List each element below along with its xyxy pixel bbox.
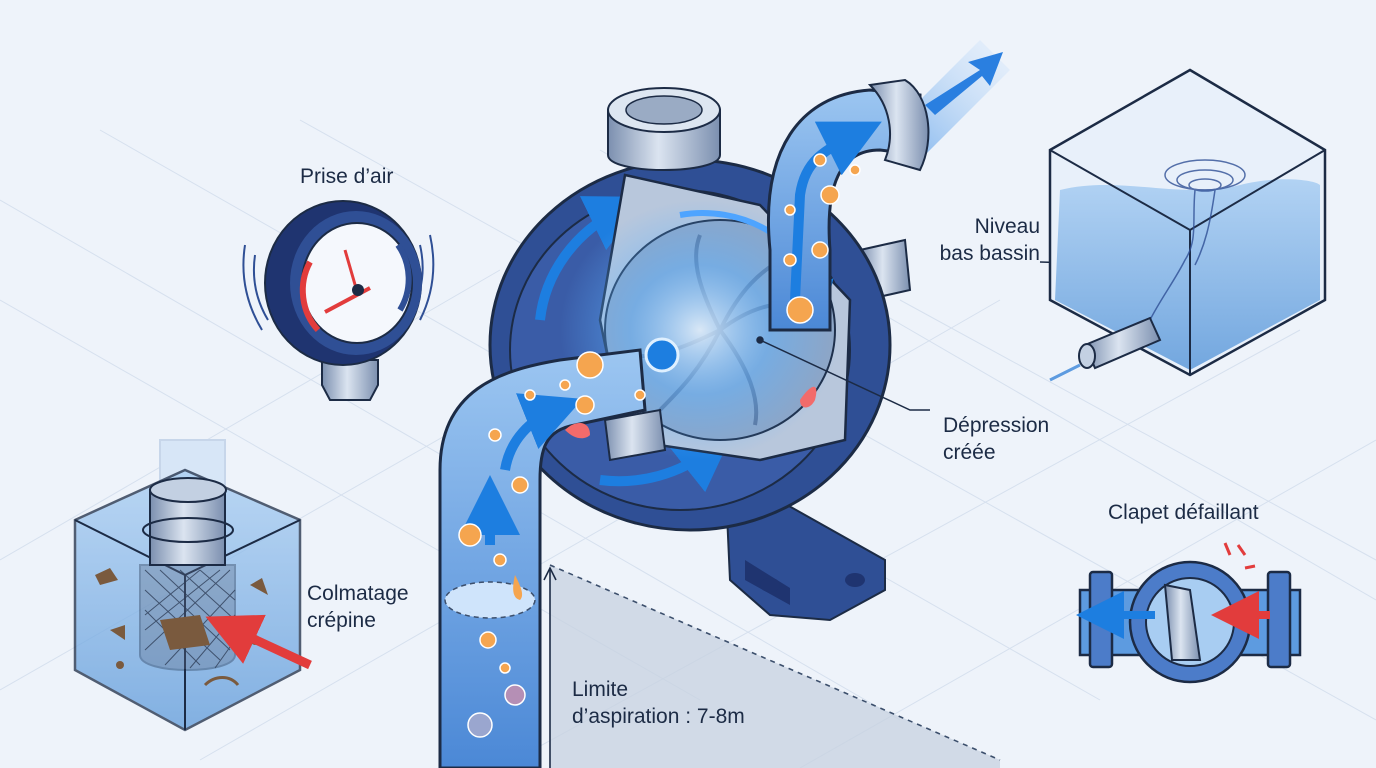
label-suction-limit-line2: d’aspiration : 7-8m — [572, 705, 745, 728]
label-strainer-clog: Colmatage crépine — [307, 580, 409, 634]
cavitation-drops — [513, 386, 817, 600]
label-suction-limit-line1: Limite — [572, 678, 629, 701]
vortex-tank-icon — [1048, 68, 1327, 382]
label-suction-limit: Limite d’aspiration : 7-8m — [572, 676, 745, 730]
label-low-basin: Niveau bas bassin — [930, 213, 1040, 267]
suction-limit-zone — [543, 564, 1001, 768]
label-air-intake: Prise d’air — [300, 163, 393, 190]
pressure-gauge-icon — [242, 200, 435, 401]
centrifugal-pump-cutaway — [488, 87, 912, 622]
label-depression: Dépression créée — [943, 412, 1049, 466]
label-air-intake-text: Prise d’air — [300, 165, 394, 188]
label-depression-line1: Dépression — [943, 414, 1050, 437]
label-depression-line2: créée — [943, 441, 996, 464]
label-faulty-valve: Clapet défaillant — [1108, 499, 1259, 526]
discharge-arrow-icon — [925, 52, 1003, 115]
label-strainer-clog-line2: crépine — [307, 609, 376, 632]
label-low-basin-line2: bas bassin — [939, 242, 1040, 265]
label-low-basin-line1: Niveau — [974, 215, 1040, 238]
strainer-box-icon — [73, 439, 312, 732]
label-faulty-valve-text: Clapet défaillant — [1108, 501, 1259, 524]
check-valve-icon — [1076, 542, 1302, 684]
discharge-pipe — [767, 78, 930, 332]
label-strainer-clog-line1: Colmatage — [307, 582, 409, 605]
suction-pipe — [438, 348, 667, 768]
cavitation-bubbles — [458, 153, 861, 738]
